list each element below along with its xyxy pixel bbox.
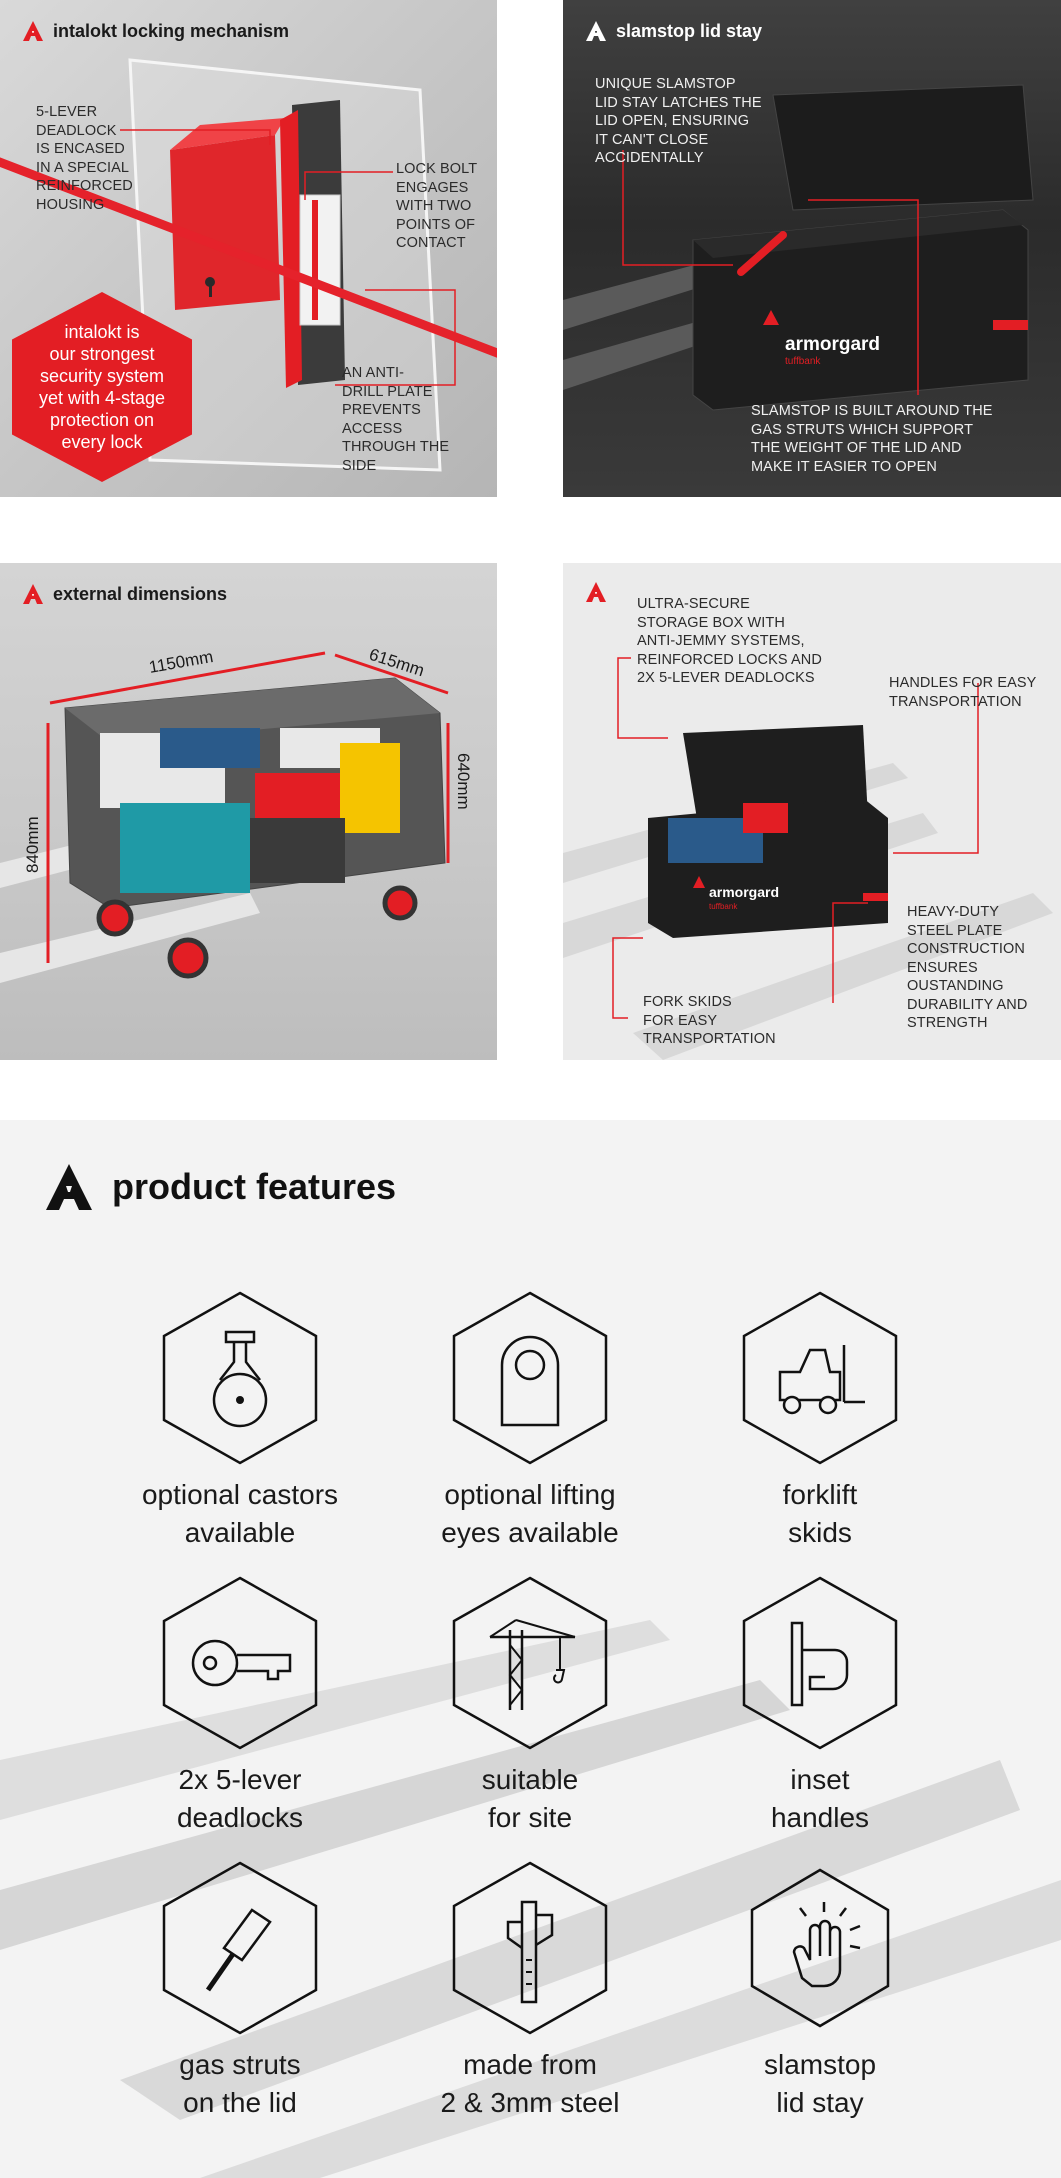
- lock-illustration: [120, 58, 456, 472]
- brand-logo-text: armorgard: [709, 884, 779, 900]
- panel-logo: [585, 581, 607, 603]
- panel-title: slamstop lid stay: [585, 20, 762, 42]
- dimensions-illustration: 1150mm 615mm 840mm 640mm: [0, 645, 473, 983]
- width-dimension-label: 1150mm: [147, 647, 214, 677]
- total-height-label: 840mm: [23, 816, 42, 873]
- brand-logo-text: armorgard: [785, 334, 880, 355]
- caliper-icon: [452, 1861, 608, 2035]
- lifting-eye-icon: [452, 1291, 608, 1465]
- subbrand-text: tuffbank: [785, 356, 821, 367]
- features-title: product features: [44, 1162, 396, 1212]
- armorgard-logo-icon: [23, 584, 43, 604]
- panel-title: external dimensions: [22, 583, 227, 605]
- armorgard-logo-icon: [46, 1164, 92, 1210]
- keys-icon: [162, 1576, 318, 1750]
- panel-title: intalokt locking mechanism: [22, 20, 289, 42]
- crane-icon: [452, 1576, 608, 1750]
- castor-icon: [162, 1291, 318, 1465]
- overview-illustration: armorgard tuffbank: [563, 657, 1053, 1060]
- gas-strut-icon: [162, 1861, 318, 2035]
- armorgard-logo-icon: [586, 21, 606, 41]
- armorgard-logo-icon: [586, 582, 606, 602]
- slamstop-hand-icon: [750, 1868, 890, 2028]
- box-height-label: 640mm: [454, 753, 473, 810]
- armorgard-logo-icon: [23, 21, 43, 41]
- subbrand-text: tuffbank: [709, 902, 738, 911]
- forklift-icon: [742, 1291, 898, 1465]
- inset-handle-icon: [742, 1576, 898, 1750]
- brush-stroke-background: [0, 1620, 1061, 2178]
- slamstop-panel: armorgard tuffbank slamstop lid stay UNI…: [563, 0, 1061, 497]
- tuffbank-illustration: armorgard tuffbank: [563, 84, 1034, 411]
- dimensions-panel: 1150mm 615mm 840mm 640mm external dimens…: [0, 563, 497, 1060]
